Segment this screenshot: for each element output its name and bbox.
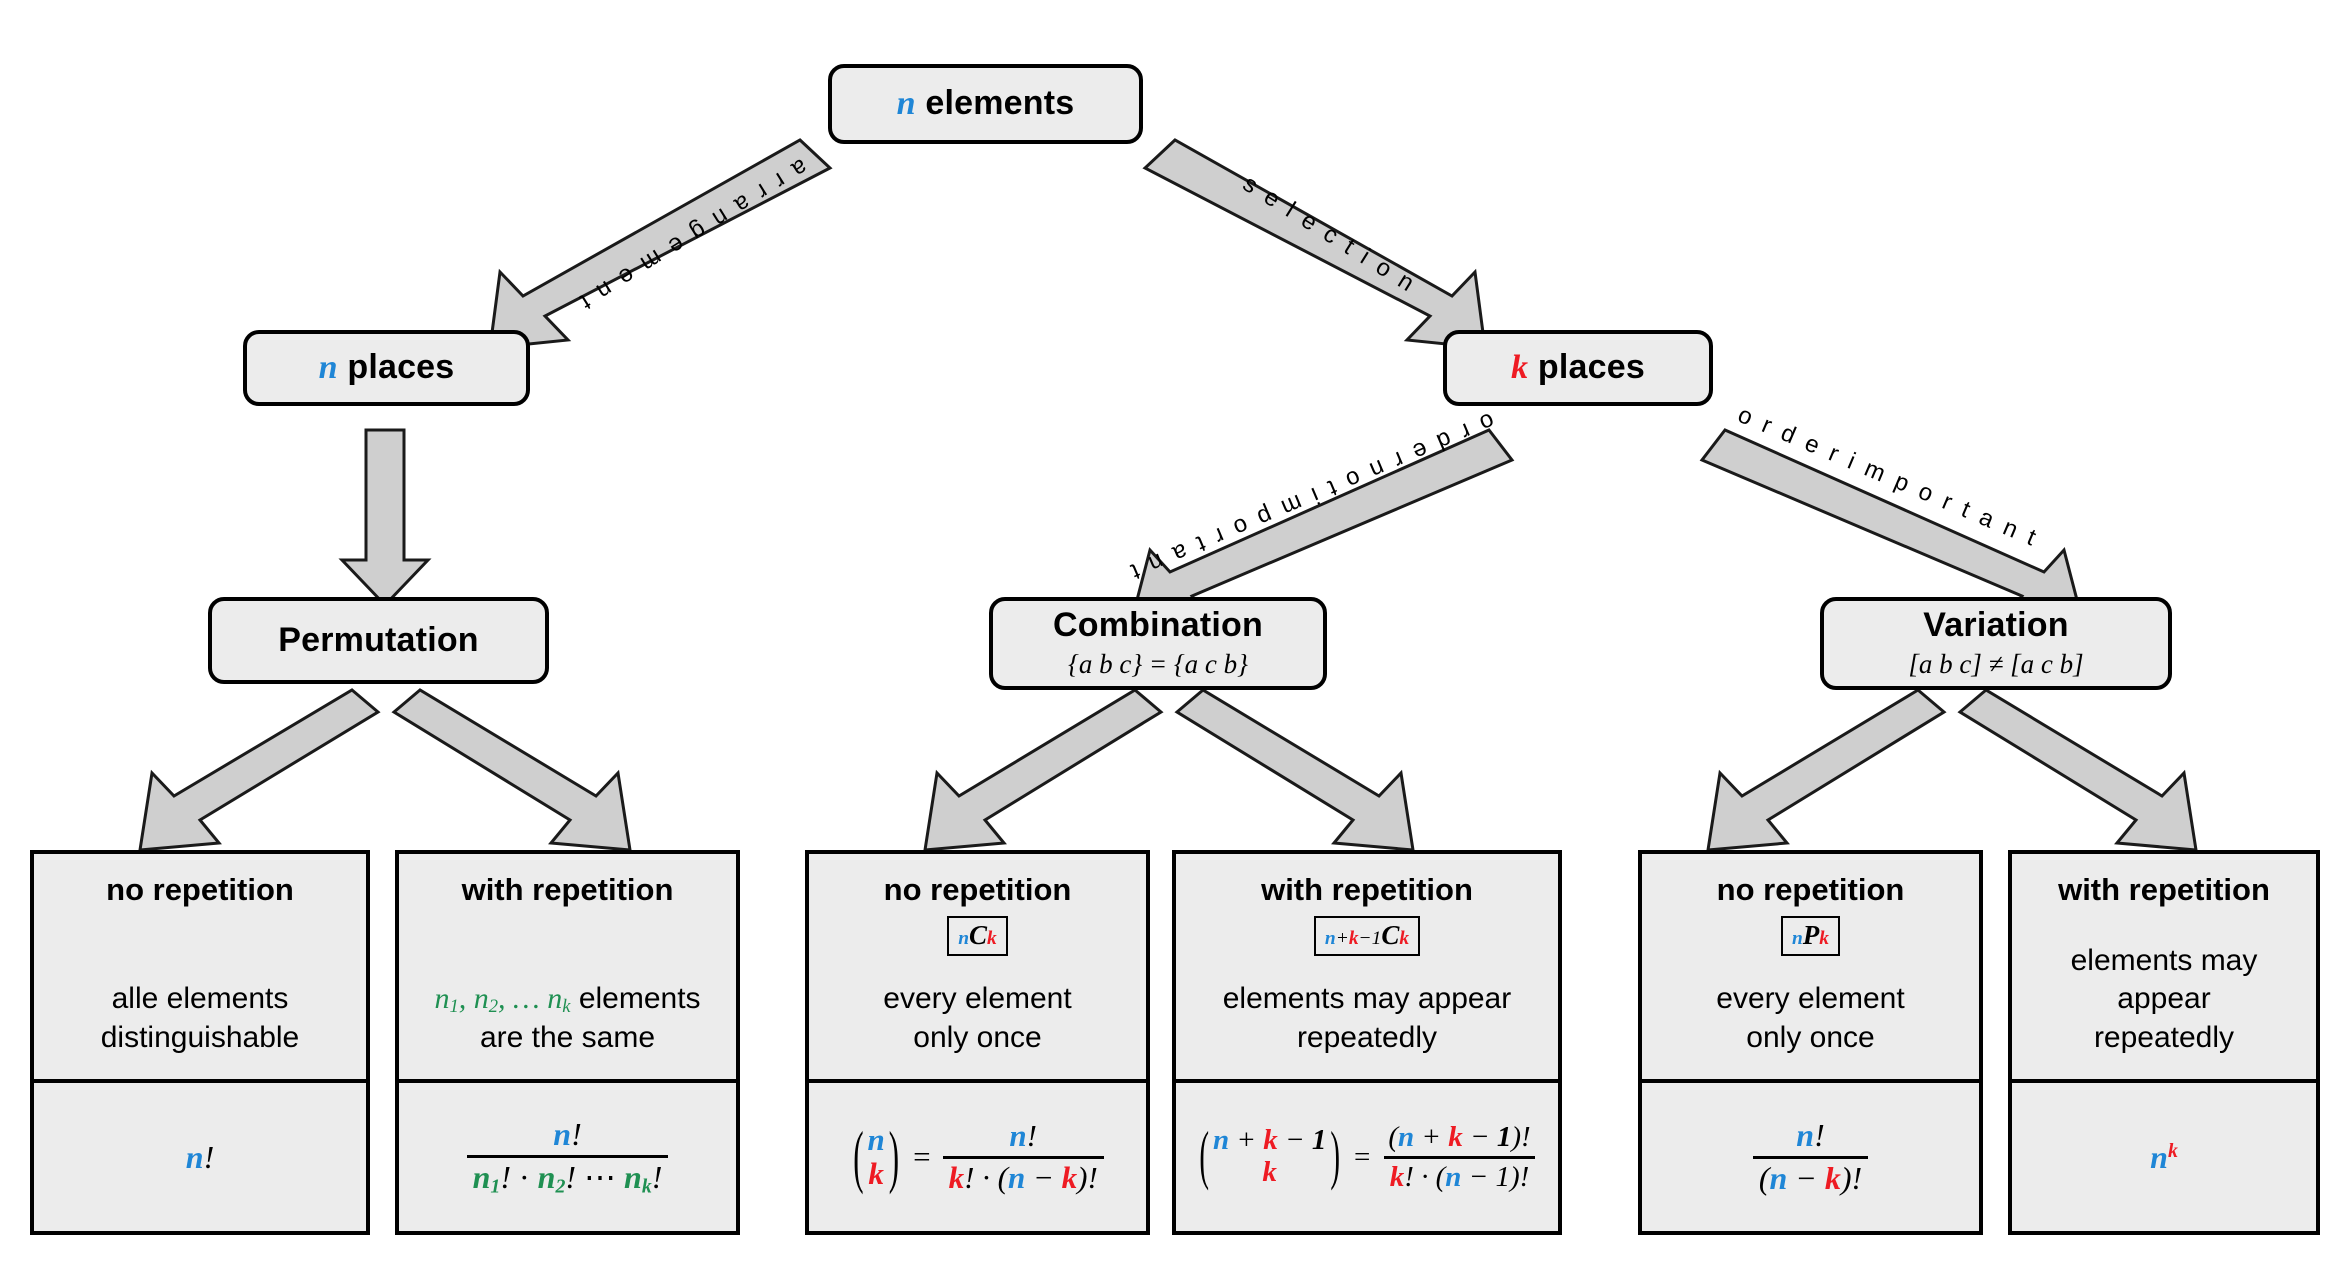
leaf-description: elements may appear repeatedly [1222,982,1512,1054]
edge-label-arrangement: a r r a n g e m e n t [572,152,813,317]
leaf-upper: with repetition n+k−1Ck elements may app… [1176,854,1558,1083]
binomial-coefficient: ( n + k − 1 k ) [1199,1119,1340,1192]
leaf-description: elements may appear repeatedly [2070,943,2258,1054]
edge-label-selection: s e l e c t i o n [1238,170,1422,299]
node-combination-subtitle: {a b c} = {a c b} [1068,648,1248,679]
leaf-heading: no repetition [106,872,294,907]
leaf-combination-no-repetition[interactable]: no repetition nCk every element only onc… [805,850,1150,1235]
leaf-description: every element only once [883,982,1072,1054]
leaf-upper: no repetition alle elements distinguisha… [34,854,366,1083]
arrow-order-not-important [1129,428,1515,625]
leaf-upper: with repetition n1, n2, … nk elements ar… [399,854,736,1083]
leaf-upper: no repetition nPk every element only onc… [1642,854,1979,1083]
edge-label-order-not-important: o r d e r n o t i m p o r t a n t [1124,407,1499,587]
arrow-selection [1142,138,1487,350]
leaf-formula: ( n + k − 1 k ) = (n + k − 1)! k! · (n −… [1176,1083,1558,1231]
leaf-heading: with repetition [2058,872,2270,907]
variable-k: k [1511,349,1529,387]
node-variation[interactable]: Variation [a b c] ≠ [a c b] [1820,597,2172,690]
leaf-formula: n! (n − k)! [1642,1083,1979,1231]
arrow-n-places-permutation [338,428,432,608]
leaf-variation-no-repetition[interactable]: no repetition nPk every element only onc… [1638,850,1983,1235]
arrow-variation-no-repetition [1706,688,1947,852]
notation-badge-npkm1Ck: n+k−1Ck [1313,915,1421,957]
node-n-elements-label: n elements [896,84,1075,123]
leaf-description: alle elements distinguishable [100,982,300,1054]
leaf-formula: n! n1! · n2! ⋯ nk! [399,1083,736,1231]
leaf-description-math: n1, n2, … nk [434,981,571,1017]
node-k-places-text: places [1528,348,1645,387]
arrow-permutation-with-repetition [391,688,632,852]
edge-label-order-important: o r d e r i m p o r t a n t [1733,401,2043,553]
arrow-combination-with-repetition [1174,688,1415,852]
variable-n: n [318,349,338,387]
arrow-permutation-no-repetition [138,688,381,852]
leaf-formula: n! [185,1138,215,1175]
node-n-elements[interactable]: n elements [828,64,1143,144]
leaf-description: n1, n2, … nk elements are the same [434,980,700,1057]
leaf-heading: with repetition [461,872,674,907]
leaf-combination-with-repetition[interactable]: with repetition n+k−1Ck elements may app… [1172,850,1562,1235]
notation-badge-nCk: nCk [947,915,1008,957]
arrow-combination-no-repetition [923,688,1164,852]
arrow-variation-with-repetition [1957,688,2198,852]
node-n-places[interactable]: n places [243,330,530,406]
leaf-permutation-no-repetition[interactable]: no repetition alle elements distinguisha… [30,850,370,1235]
leaf-heading: with repetition [1261,872,1473,907]
node-n-places-label: n places [318,348,455,387]
node-combination[interactable]: Combination {a b c} = {a c b} [989,597,1327,690]
node-variation-title: Variation [1923,606,2069,645]
node-variation-subtitle: [a b c] ≠ [a c b] [1908,648,2084,679]
leaf-upper: no repetition nCk every element only onc… [809,854,1146,1083]
node-k-places[interactable]: k places [1443,330,1713,406]
node-k-places-label: k places [1511,348,1645,387]
notation-badge-nPk: nPk [1780,915,1841,957]
leaf-upper: with repetition elements may appear repe… [2012,854,2316,1083]
node-combination-title: Combination [1053,606,1263,645]
leaf-permutation-with-repetition[interactable]: with repetition n1, n2, … nk elements ar… [395,850,740,1235]
variable-n: n [896,85,916,123]
leaf-variation-with-repetition[interactable]: with repetition elements may appear repe… [2008,850,2320,1235]
node-permutation-title: Permutation [278,620,479,659]
leaf-description-text: elements are the same [479,981,701,1054]
leaf-description: every element only once [1716,982,1905,1054]
node-n-places-text: places [337,348,455,387]
leaf-heading: no repetition [1716,872,1905,907]
node-permutation[interactable]: Permutation [208,597,549,684]
node-n-elements-text: elements [915,84,1075,123]
leaf-heading: no repetition [883,872,1072,907]
